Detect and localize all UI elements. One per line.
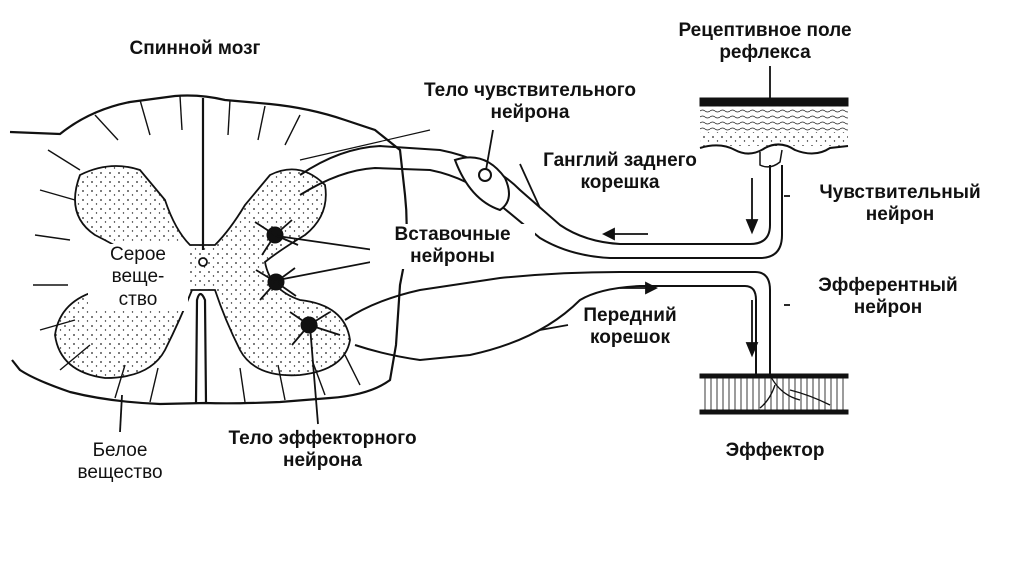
label-white-line2: вещество — [77, 462, 163, 484]
label-grey-matter: Серое веще- ство — [88, 244, 188, 312]
interneuron-body-1 — [254, 219, 299, 256]
central-canal — [198, 257, 208, 267]
label-interneurons-line1: Вставочные — [394, 224, 511, 245]
label-sensory-body-line2: нейрона — [490, 102, 570, 124]
label-anterior-root-line2: корешок — [590, 327, 670, 349]
effector-muscle — [699, 373, 849, 415]
interneurons — [254, 219, 341, 346]
label-spinal-cord: Спинной мозг — [129, 38, 261, 59]
label-efferent-neuron: Эфферентный нейрон — [788, 275, 988, 320]
label-ganglion-line2: корешка — [580, 172, 660, 194]
label-efferent-line1: Эфферентный — [818, 275, 958, 296]
dorsal-root-ganglion — [453, 156, 510, 212]
label-effector-body-line2: нейрона — [283, 450, 362, 472]
label-efferent-line2: нейрон — [853, 297, 923, 319]
dorsal-root — [299, 129, 783, 259]
label-receptive-field: Рецептивное поле рефлекса — [640, 20, 890, 65]
label-interneurons: Вставочные нейроны — [370, 224, 535, 269]
label-receptive-field-line1: Рецептивное поле — [678, 20, 852, 41]
interneuron-body-2 — [255, 267, 297, 301]
label-interneurons-line2: нейроны — [410, 246, 495, 268]
label-anterior-root-line1: Передний — [583, 305, 677, 326]
label-ganglion-line1: Ганглий заднего — [543, 150, 697, 171]
sensory-neuron-body — [478, 168, 492, 182]
label-sensory-neuron-body: Тело чувствительного нейрона — [380, 80, 680, 125]
label-effector-body-line1: Тело эффекторного — [228, 428, 417, 449]
ventral-root — [344, 271, 771, 375]
receptive-field — [699, 97, 849, 168]
label-grey-line2: веще- — [111, 266, 165, 288]
label-sensory-neuron-line1: Чувствительный — [819, 182, 981, 203]
spinal-cord-outline — [9, 94, 408, 406]
label-sensory-body-line1: Тело чувствительного — [424, 80, 636, 101]
leader-lines — [119, 66, 790, 433]
label-receptive-field-line2: рефлекса — [719, 42, 811, 64]
effector-neuron-body — [289, 311, 341, 346]
label-grey-line3: ство — [118, 288, 158, 310]
label-anterior-root: Передний корешок — [560, 305, 700, 350]
label-sensory-neuron: Чувствительный нейрон — [785, 182, 1015, 227]
label-dorsal-root-ganglion: Ганглий заднего корешка — [515, 150, 725, 195]
label-sensory-neuron-line2: нейрон — [865, 204, 935, 226]
label-white-matter: Белое вещество — [45, 440, 195, 485]
impulse-arrows — [601, 178, 759, 358]
label-effector-neuron-body: Тело эффекторного нейрона — [185, 428, 460, 473]
label-white-line1: Белое — [92, 440, 148, 461]
label-effector: Эффектор — [725, 440, 825, 461]
label-grey-line1: Серое — [110, 244, 166, 265]
spinal-cord-section — [9, 94, 408, 406]
